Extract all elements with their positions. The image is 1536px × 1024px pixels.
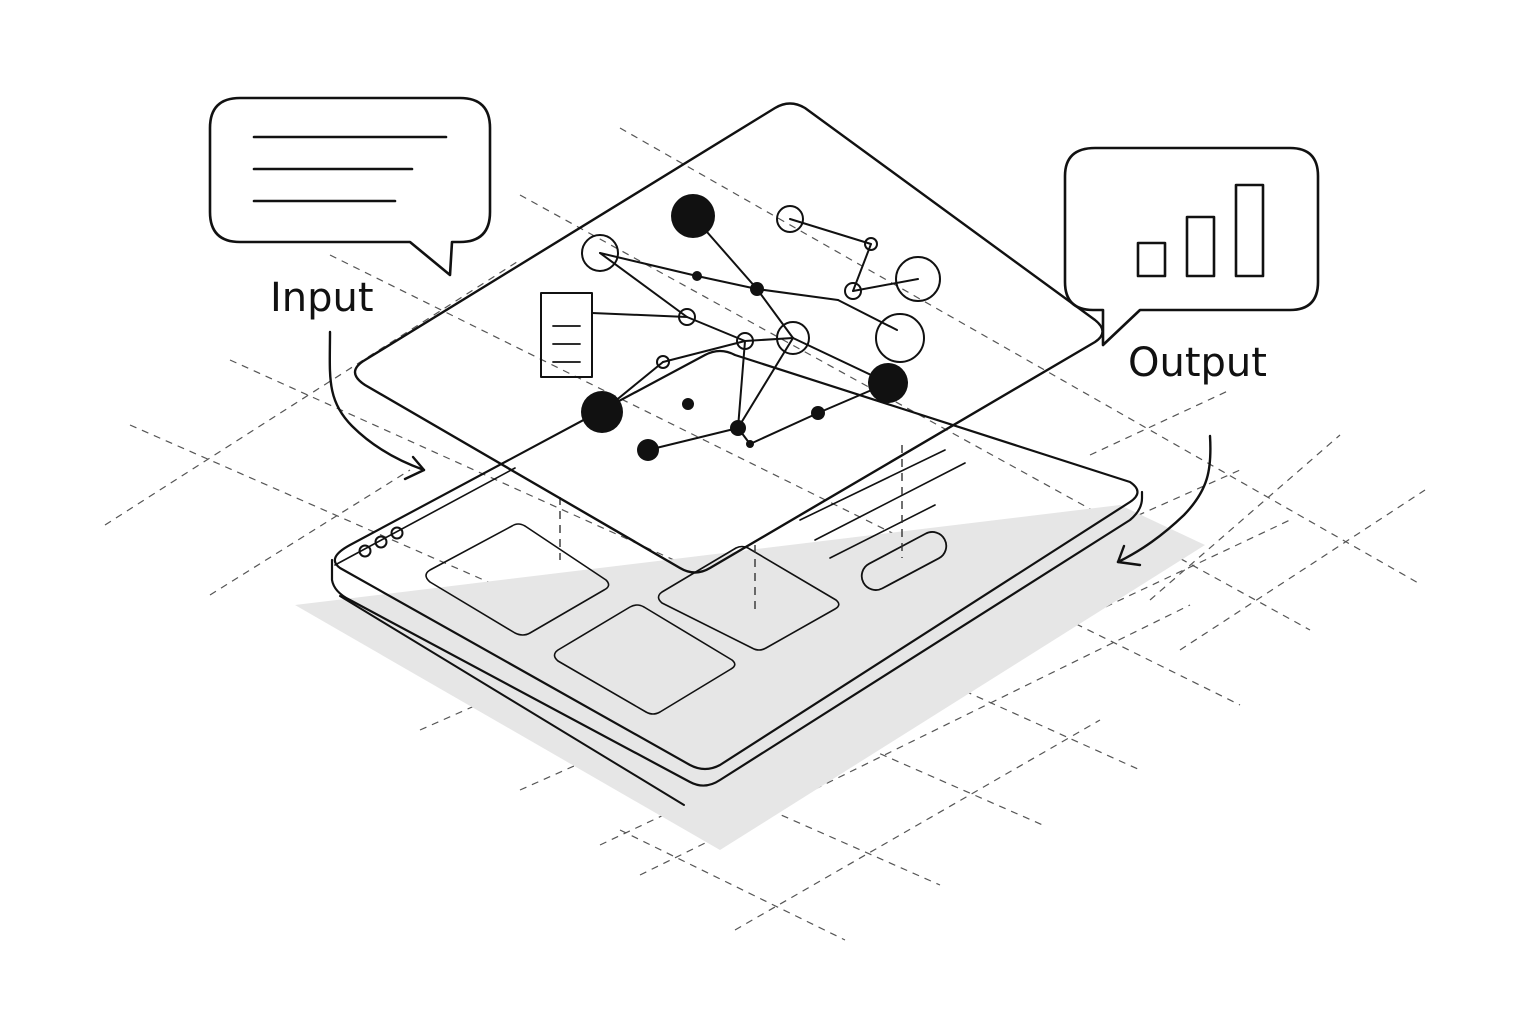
graph-edges — [591, 215, 919, 451]
graph-node-open — [875, 313, 925, 363]
content-card — [425, 523, 610, 636]
graph-node-filled — [750, 282, 764, 296]
graph-node-filled — [811, 406, 825, 420]
layer-connectors — [559, 445, 903, 610]
bar-chart-icon — [1136, 183, 1265, 278]
app-window-side — [330, 490, 1144, 787]
content-card — [553, 604, 736, 715]
text-line — [829, 504, 936, 559]
ai-model-panel — [353, 102, 1104, 574]
graph-node-open — [678, 308, 696, 326]
slab-shadow — [295, 505, 1205, 850]
input-arrow-icon — [328, 330, 426, 481]
graph-node-filled — [682, 398, 694, 410]
ai-model-layer — [353, 102, 1104, 574]
window-controls — [358, 526, 404, 558]
graph-node-filled — [637, 439, 659, 461]
text-line — [814, 462, 966, 541]
graph-node-open — [895, 256, 941, 302]
graph-node-filled — [730, 420, 746, 436]
graph-node-open — [776, 205, 804, 233]
input-label: Input — [270, 275, 374, 321]
graph-node-filled — [746, 440, 754, 448]
graph-nodes — [581, 194, 941, 461]
text-line — [799, 449, 946, 521]
graph-node-open — [844, 282, 862, 300]
output-bubble — [1063, 146, 1320, 347]
window-control-dot — [390, 526, 404, 540]
graph-node-open — [656, 355, 670, 369]
window-text-lines — [799, 449, 966, 559]
window-control-dot — [358, 544, 372, 558]
graph-node-filled — [581, 391, 623, 433]
graph-node-open — [736, 332, 754, 350]
graph-node-filled — [692, 271, 702, 281]
chat-bubble-icon — [208, 96, 492, 277]
app-window-layer — [330, 349, 1144, 806]
chat-bubble-icon — [1063, 146, 1320, 347]
input-bubble — [208, 96, 492, 277]
document-icon — [540, 292, 593, 378]
app-window-base-edge — [339, 595, 685, 806]
graph-node-filled — [671, 194, 715, 238]
grid-lines-descending — [129, 127, 1421, 941]
window-control-dot — [374, 535, 388, 549]
output-label: Output — [1128, 340, 1267, 386]
graph-node-filled — [868, 363, 908, 403]
window-button-pill — [860, 531, 948, 591]
app-window-titlebar-divider — [334, 467, 516, 566]
output-arrow-icon — [1116, 434, 1212, 567]
graph-node-open — [776, 321, 810, 355]
graph-node-open — [864, 237, 878, 251]
graph-node-open — [581, 234, 619, 272]
